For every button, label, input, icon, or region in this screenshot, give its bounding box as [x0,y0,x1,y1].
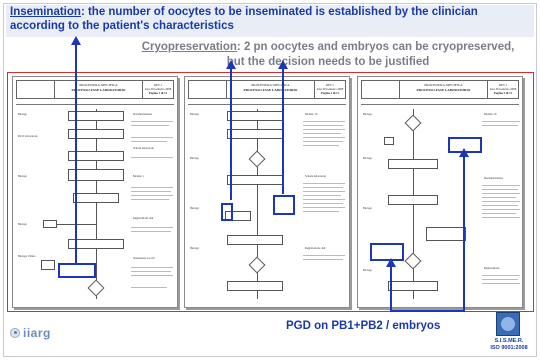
cryo-arrowhead-2 [278,60,288,69]
cryo-highlight-1 [221,203,233,221]
pgd-annotation: PGD on PB1+PB2 / embryos [286,320,441,332]
pgd-arrowhead-1 [386,258,396,267]
page-rev: REV.1 [326,83,334,87]
page-title-line2: PROCESSO FASE LABORATORIO [71,87,126,92]
page-number: Pagina 3 di 11 [494,91,512,95]
sismer-iso: ISO 9001:2008 [490,344,528,351]
page-title-line1: PROCEDURA SPECIFICA [251,83,290,87]
page-rev: REV.1 [154,83,162,87]
page-date: data 30 Gennaio 2008 [489,87,517,91]
document-frame [7,72,534,312]
cryo-arrow-2 [282,66,284,194]
iiarg-logo-text: iiarg [23,326,51,340]
insemination-highlight [58,263,96,278]
page-number: Pagina 2 di 11 [321,91,339,95]
page-title-line2: PROCESSO FASE LABORATORIO [416,87,471,92]
iiarg-logo: iiarg [10,326,51,340]
page-title-line1: PROCEDURA SPECIFICA [424,83,463,87]
cryo-arrowhead-1 [226,60,236,69]
pgd-arrow-link [390,310,465,312]
page-number: Pagina 1 di 11 [149,91,167,95]
page-title-line1: PROCEDURA SPECIFICA [79,83,118,87]
page-date: data 30 Gennaio 2008 [316,87,344,91]
page-rev: REV.1 [499,83,507,87]
pgd-arrow-1 [390,262,392,312]
title-bar [6,5,534,37]
insemination-text: : the number of oocytes to be inseminate… [10,6,478,32]
cryo-arrow-1 [230,66,232,200]
sismer-logo-icon [496,312,520,336]
sismer-name: S.I.S.ME.R. [494,338,524,344]
cryo-text: : 2 pn oocytes and embryos can be cryopr… [226,41,515,68]
insemination-arrowhead [71,36,81,45]
insemination-label: Insemination [10,6,81,18]
page-date: data 30 Gennaio 2008 [144,87,172,91]
slide-frame [3,3,537,357]
iiarg-mark-icon [10,328,20,338]
sismer-logo-text: S.I.S.ME.R. ISO 9001:2008 [482,338,536,351]
insemination-annotation: Insemination: the number of oocytes to b… [10,5,530,33]
insemination-arrow [75,43,77,263]
page-title-line2: PROCESSO FASE LABORATORIO [243,87,298,92]
cryo-label: Cryopreservation [141,41,237,53]
pgd-arrowhead-2 [459,148,469,157]
cryo-highlight-2 [273,195,295,215]
cryopreservation-annotation: Cryopreservation: 2 pn oocytes and embry… [138,40,518,70]
pgd-arrow-2 [463,152,465,312]
